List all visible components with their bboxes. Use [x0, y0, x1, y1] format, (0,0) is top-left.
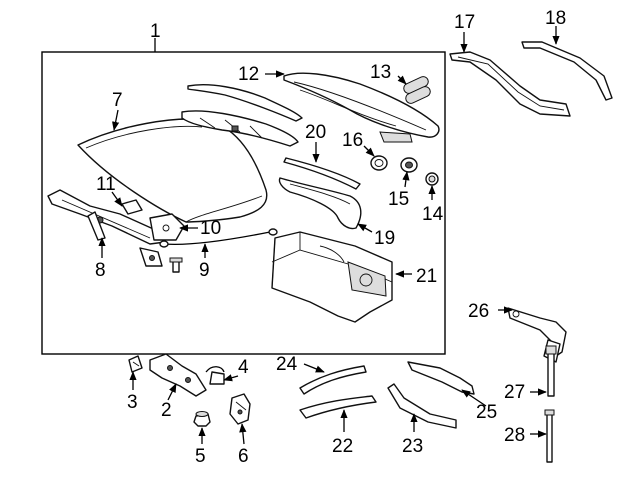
molding-part-18 — [521, 41, 613, 101]
callout-6: 6 — [238, 446, 249, 467]
callout-27: 27 — [504, 382, 525, 403]
callout-21: 21 — [416, 266, 437, 287]
callout-19: 19 — [374, 228, 395, 249]
seal-part-17 — [449, 51, 571, 117]
bracket-strip-part-25 — [407, 361, 475, 395]
assembly-frame — [41, 51, 446, 355]
callout-18: 18 — [545, 8, 566, 29]
roof-panel-part-7 — [77, 118, 268, 223]
callout-11: 11 — [96, 174, 116, 195]
grommet-part-16 — [370, 155, 388, 171]
connector-part-4 — [205, 366, 225, 385]
callout-25: 25 — [476, 402, 497, 423]
trim-part-22 — [299, 395, 377, 419]
callout-22: 22 — [332, 436, 353, 457]
callout-1: 1 — [150, 21, 161, 42]
bolt-small — [169, 257, 183, 273]
hydraulic-unit-part-21 — [271, 231, 393, 323]
callout-labels: 1 2 3 4 5 6 7 8 9 10 11 12 13 14 15 16 1… — [95, 8, 566, 467]
plug-part-14 — [425, 172, 439, 186]
callout-10: 10 — [200, 218, 221, 239]
trim-strip-part-20 — [283, 157, 361, 190]
leader-lines — [98, 26, 560, 445]
strut-part-27 — [545, 345, 557, 397]
seal-strip-upper — [187, 84, 303, 122]
callout-17: 17 — [454, 12, 475, 33]
callout-8: 8 — [95, 260, 106, 281]
trim-panel-part-19 — [278, 177, 362, 230]
callout-5: 5 — [195, 446, 206, 467]
callout-12: 12 — [238, 64, 259, 85]
latch-part-6 — [229, 393, 251, 425]
cable-part-9 — [159, 228, 278, 248]
callout-28: 28 — [504, 425, 525, 446]
callout-16: 16 — [342, 130, 363, 151]
callout-26: 26 — [468, 301, 489, 322]
trim-part-23 — [387, 383, 457, 429]
rod-part-28 — [544, 409, 555, 463]
callout-3: 3 — [127, 392, 138, 413]
latch-bracket-part-10 — [149, 213, 185, 241]
callout-9: 9 — [199, 260, 210, 281]
bracket-part-26 — [507, 307, 567, 363]
callout-13: 13 — [370, 62, 391, 83]
callout-20: 20 — [305, 122, 326, 143]
clip-part-11 — [121, 199, 143, 215]
callout-23: 23 — [402, 436, 423, 457]
bushing-part-15 — [400, 157, 418, 173]
callout-15: 15 — [388, 189, 409, 210]
bumper-pair-part-13 — [403, 76, 431, 104]
clip-part-3 — [128, 355, 143, 373]
hinge-bracket-part-2 — [149, 353, 207, 397]
callout-2: 2 — [161, 400, 172, 421]
callout-14: 14 — [422, 204, 444, 225]
trim-strip-part-24 — [299, 365, 367, 395]
rear-window-part-12 — [283, 72, 440, 143]
hinge-bracket-assembly — [181, 110, 299, 147]
bumper-part-5 — [193, 411, 211, 427]
callout-7: 7 — [112, 90, 123, 111]
callout-4: 4 — [238, 357, 249, 378]
callout-24: 24 — [276, 354, 298, 375]
